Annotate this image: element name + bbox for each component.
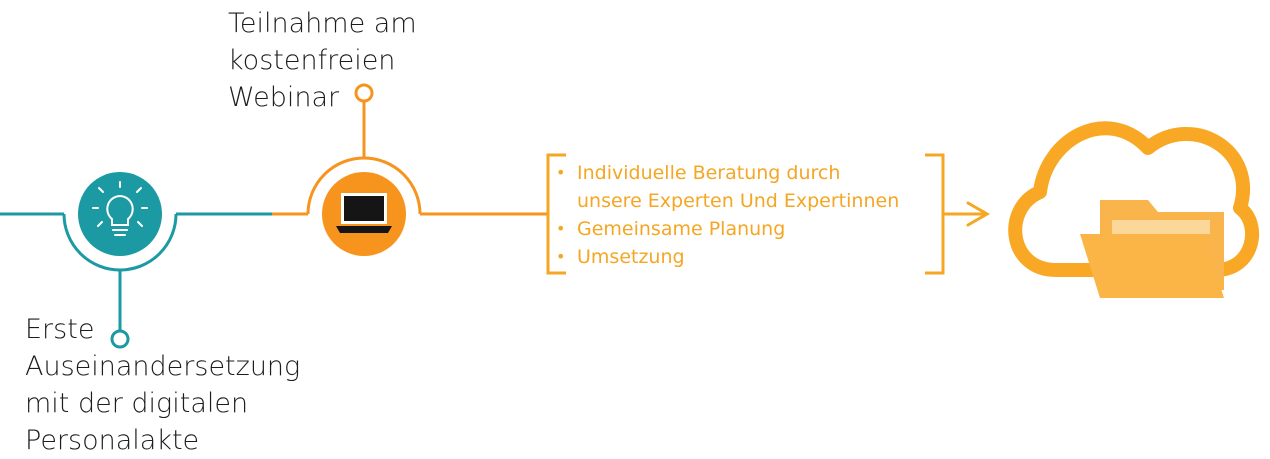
step-one-label-line: Auseinandersetzung bbox=[25, 351, 301, 382]
lightbulb-icon bbox=[78, 172, 162, 256]
step-one-label-line: mit der digitalen bbox=[25, 388, 249, 419]
laptop-icon bbox=[322, 172, 406, 256]
list-item-line: unsere Experten Und Expertinnen bbox=[577, 190, 900, 212]
step-two-label-line: kostenfreien bbox=[228, 45, 396, 76]
list-item-line: Gemeinsame Planung bbox=[577, 218, 786, 240]
step-one-connector bbox=[0, 212, 272, 349]
step-two-label-line: Webinar bbox=[228, 82, 340, 113]
step-one-label-line: Personalakte bbox=[25, 425, 200, 456]
step-one-label-line: Erste bbox=[25, 314, 95, 345]
list-item: Umsetzung bbox=[556, 243, 899, 271]
list-item-line: Individuelle Beratung durch bbox=[577, 162, 841, 184]
arrow-right-icon bbox=[941, 201, 990, 227]
step-two-label-line: Teilnahme am bbox=[228, 8, 417, 39]
cloud-folder-icon bbox=[1008, 121, 1260, 298]
list-item: Gemeinsame Planung bbox=[556, 215, 899, 243]
step-two-label: Teilnahme am kostenfreien Webinar bbox=[228, 5, 417, 116]
list-item: Individuelle Beratung durch unsere Exper… bbox=[556, 159, 899, 215]
step-two-connector bbox=[272, 83, 548, 216]
step-one-label: Erste Auseinandersetzung mit der digital… bbox=[25, 311, 300, 459]
services-list: Individuelle Beratung durch unsere Exper… bbox=[556, 159, 899, 271]
list-item-line: Umsetzung bbox=[577, 246, 685, 268]
